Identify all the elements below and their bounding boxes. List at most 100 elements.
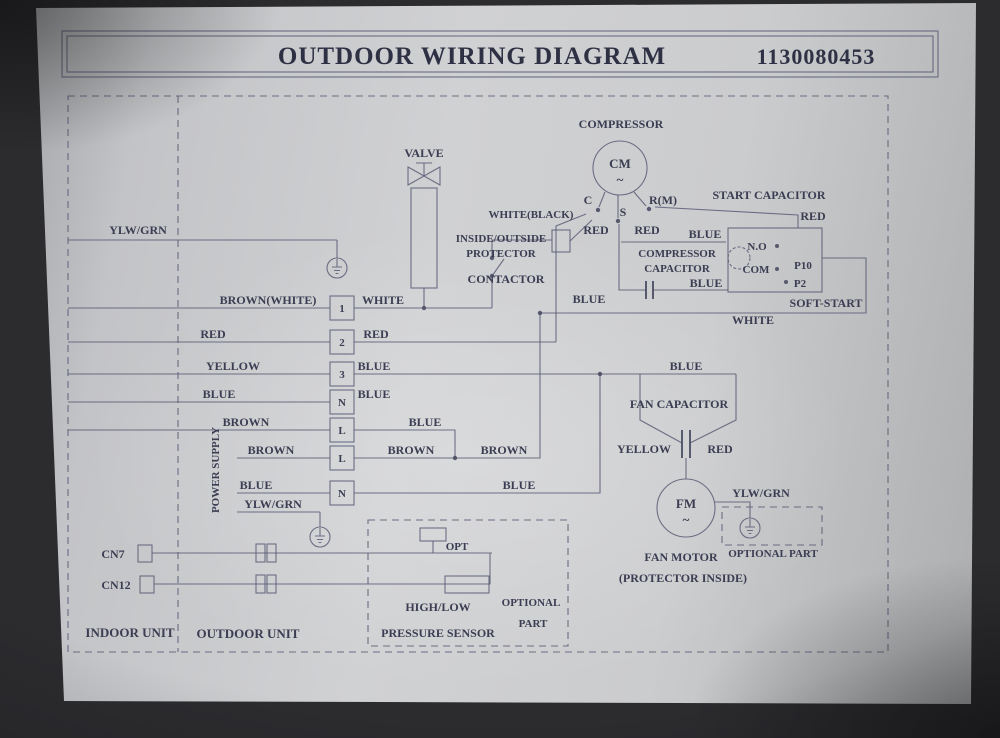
label-brown-white: BROWN(WHITE) [220, 293, 317, 307]
connector-wires [152, 552, 492, 585]
fan-optional-part-label: OPTIONAL PART [728, 548, 818, 560]
cn12-connector [139, 575, 155, 594]
diagram-title: OUTDOOR WIRING DIAGRAM [278, 43, 666, 70]
part-number: 1130080453 [757, 44, 876, 69]
label-brown-2: BROWN [248, 443, 295, 457]
terminal-3: 3 [339, 369, 345, 381]
label-brown-right: BROWN [388, 443, 435, 457]
indoor-unit-label: INDOOR UNIT [85, 625, 175, 640]
contactor-protector: WHITE(BLACK) INSIDE/OUTSIDE PROTECTOR RE… [456, 209, 660, 306]
junction-dot [537, 310, 543, 316]
p10-label: P10 [794, 260, 812, 272]
contactor-blue-label: BLUE [573, 292, 606, 306]
sensor-label-line2: PRESSURE SENSOR [381, 626, 495, 640]
opt-component [419, 527, 447, 542]
ground-icon [739, 517, 761, 539]
terminal-l2: L [338, 453, 345, 465]
label-ylwgrn-top: YLW/GRN [109, 223, 167, 237]
terminal-rm-dot [646, 206, 652, 212]
valve-stem [416, 162, 432, 176]
terminal-s-dot [615, 218, 621, 224]
terminal-c-label: C [584, 193, 593, 207]
terminal-n2: N [338, 488, 346, 500]
fan-protector-inside-label: (PROTECTOR INSIDE) [619, 571, 747, 585]
start-capacitor-red: RED [800, 209, 826, 223]
wires-fan-capacitor [639, 374, 737, 479]
label-brown-far: BROWN [481, 443, 528, 457]
label-blue-2: BLUE [240, 478, 273, 492]
ground-icon [326, 257, 348, 279]
label-red: RED [200, 327, 226, 341]
sensor-label-line1: HIGH/LOW [405, 600, 470, 614]
com-contact-dot [775, 267, 779, 271]
wires-indoor-rows [68, 307, 330, 431]
label-ylwgrn-bottom: YLW/GRN [244, 497, 302, 511]
compressor-label: COMPRESSOR [579, 117, 664, 131]
wire-fm-to-ground [715, 501, 751, 518]
title-block: OUTDOOR WIRING DIAGRAM 1130080453 [61, 30, 939, 78]
supply-wires [68, 239, 338, 527]
cn12-label: CN12 [101, 578, 130, 592]
label-blue-far: BLUE [503, 478, 536, 492]
protector-line2: PROTECTOR [466, 248, 537, 260]
connectors-section: CN7 CN12 OPT HIGH/LOW PRESSURE SENSOR OP… [101, 527, 561, 640]
capacitor-plates [645, 281, 654, 299]
label-blue-l-right: BLUE [409, 415, 442, 429]
optional-label-line2: PART [519, 618, 548, 630]
terminal-block: 1 2 3 N L L N [329, 295, 355, 506]
label-blue-right: BLUE [358, 359, 391, 373]
label-yellow: YELLOW [206, 359, 260, 373]
cn7-connector [137, 544, 153, 563]
fan-fm: FM [676, 496, 696, 511]
contactor-label: CONTACTOR [468, 272, 545, 286]
no-label: N.O [747, 241, 767, 253]
terminal-rm-label: R(M) [649, 193, 677, 207]
fan-blue-label: BLUE [670, 359, 703, 373]
fan-capacitor-plates [681, 430, 691, 458]
wire-blue-right-up [354, 374, 601, 494]
junction-dot [597, 371, 603, 377]
fan-capacitor-label: FAN CAPACITOR [630, 397, 729, 411]
red-left-label: RED [583, 223, 609, 237]
wire-labels-left: YLW/GRN BROWN(WHITE) RED YELLOW BLUE BRO… [109, 223, 316, 513]
protector-line1: INSIDE/OUTSIDE [456, 233, 546, 245]
valve: VALVE [404, 146, 444, 308]
label-blue-n-right: BLUE [358, 387, 391, 401]
label-white-right: WHITE [362, 293, 404, 307]
start-capacitor-label: START CAPACITOR [712, 188, 825, 202]
label-power-supply: POWER SUPPLY [210, 427, 222, 513]
optional-ground-border [721, 506, 823, 546]
label-blue: BLUE [203, 387, 236, 401]
unit-captions: INDOOR UNIT OUTDOOR UNIT [85, 625, 299, 641]
opt-label: OPT [446, 541, 469, 553]
fan-red-label: RED [707, 442, 733, 456]
p2-label: P2 [794, 278, 807, 290]
compressor-cm: CM [609, 156, 631, 171]
protector-component [551, 229, 571, 253]
capacitor-blue-label: BLUE [690, 276, 723, 290]
terminal-c-dot [595, 207, 601, 213]
circuit-wires [354, 206, 867, 518]
valve-label: VALVE [404, 146, 443, 160]
fan-ylwgrn-label: YLW/GRN [732, 486, 790, 500]
terminal-n1: N [338, 397, 346, 409]
valve-coil [410, 187, 438, 289]
terminal-2: 2 [339, 337, 345, 349]
wire-ylwgrn-top [68, 239, 338, 258]
wire-labels-right: WHITE RED BLUE BLUE BLUE BROWN BROWN BLU… [358, 293, 536, 492]
fan-wave: ~ [683, 512, 690, 527]
cn7-label: CN7 [101, 547, 124, 561]
wires-power-supply-rows [237, 457, 330, 527]
p2-dot [784, 280, 788, 284]
white-black-label: WHITE(BLACK) [489, 209, 574, 221]
terminal-s-label: S [620, 205, 627, 219]
compressor-capacitor-line1: COMPRESSOR [638, 248, 717, 260]
outdoor-unit-label: OUTDOOR UNIT [197, 626, 300, 641]
fan-yellow-label: YELLOW [617, 442, 671, 456]
optional-label-line1: OPTIONAL [502, 597, 561, 609]
start-capacitor-blue: BLUE [689, 227, 722, 241]
compressor-wave: ~ [617, 172, 624, 187]
com-label: COM [743, 264, 771, 276]
